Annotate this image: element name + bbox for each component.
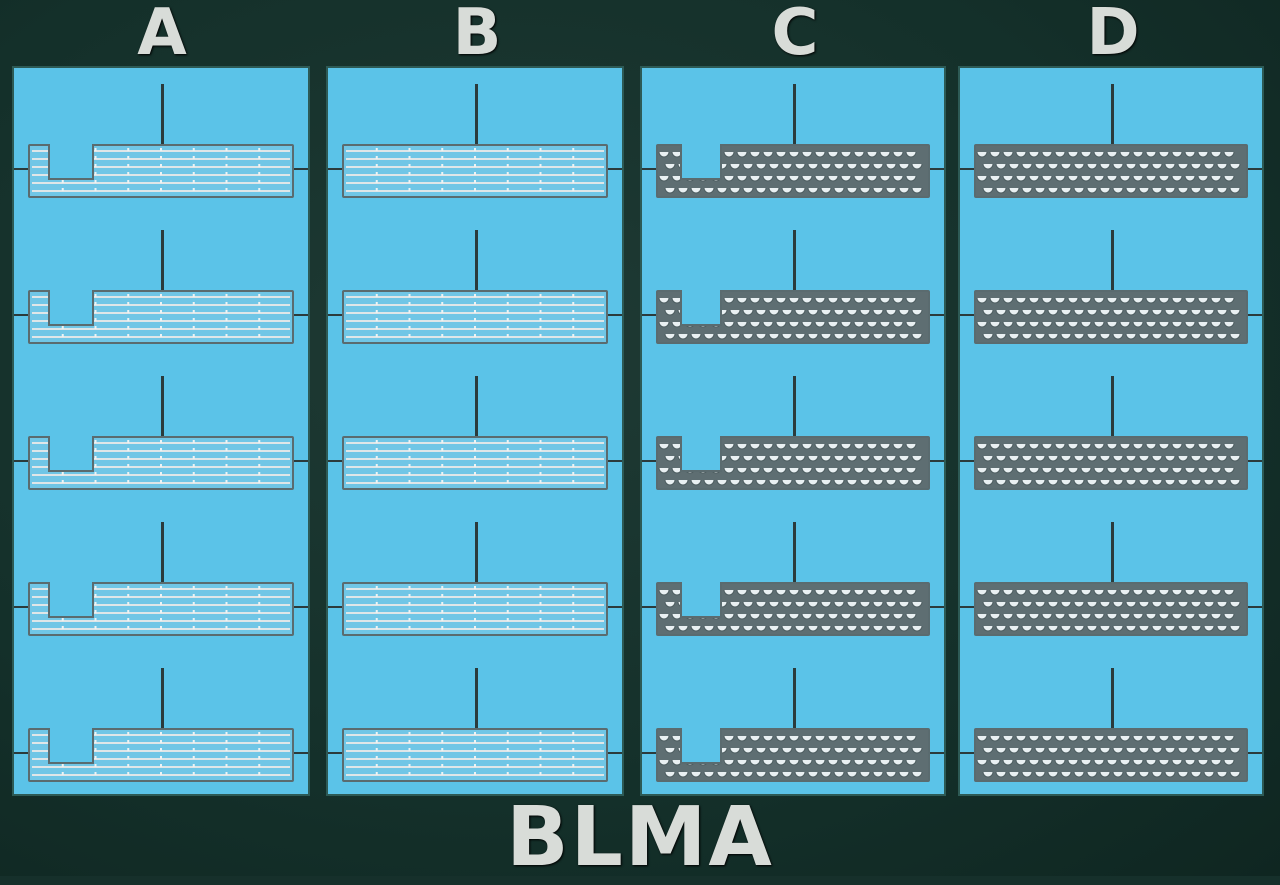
sprue bbox=[793, 522, 796, 582]
grille-part bbox=[656, 290, 930, 344]
attachment-tab bbox=[960, 606, 974, 608]
sprue bbox=[161, 522, 164, 582]
attachment-tab bbox=[328, 752, 342, 754]
sprue bbox=[475, 668, 478, 728]
grille-part bbox=[28, 728, 294, 782]
attachment-tab bbox=[294, 460, 308, 462]
sprue bbox=[475, 230, 478, 290]
attachment-tab bbox=[960, 460, 974, 462]
part-notch bbox=[48, 144, 94, 180]
attachment-tab bbox=[294, 606, 308, 608]
brand-logo: BLMA bbox=[506, 790, 774, 885]
attachment-tab bbox=[642, 314, 656, 316]
part-notch bbox=[680, 144, 722, 180]
sprue bbox=[793, 84, 796, 144]
sprue bbox=[1111, 522, 1114, 582]
attachment-tab bbox=[930, 314, 944, 316]
grille-part bbox=[656, 144, 930, 198]
attachment-tab bbox=[14, 752, 28, 754]
grille-part bbox=[28, 144, 294, 198]
panel-column-d bbox=[958, 66, 1264, 796]
grille-part bbox=[28, 436, 294, 490]
grille-part bbox=[656, 436, 930, 490]
grille-part bbox=[342, 290, 608, 344]
attachment-tab bbox=[328, 606, 342, 608]
sprue bbox=[793, 376, 796, 436]
attachment-tab bbox=[960, 752, 974, 754]
attachment-tab bbox=[1248, 314, 1262, 316]
attachment-tab bbox=[642, 460, 656, 462]
sprue bbox=[475, 376, 478, 436]
panel-column-b bbox=[326, 66, 624, 796]
panel-column-a bbox=[12, 66, 310, 796]
grille-part bbox=[342, 436, 608, 490]
grille-part bbox=[342, 728, 608, 782]
grille-part bbox=[342, 144, 608, 198]
attachment-tab bbox=[960, 168, 974, 170]
attachment-tab bbox=[14, 168, 28, 170]
attachment-tab bbox=[14, 314, 28, 316]
attachment-tab bbox=[1248, 752, 1262, 754]
grille-part bbox=[342, 582, 608, 636]
grille-part bbox=[656, 728, 930, 782]
attachment-tab bbox=[608, 606, 622, 608]
sprue bbox=[1111, 376, 1114, 436]
column-label-a: A bbox=[137, 0, 187, 70]
attachment-tab bbox=[608, 460, 622, 462]
sprue bbox=[1111, 668, 1114, 728]
attachment-tab bbox=[930, 460, 944, 462]
sprue bbox=[1111, 230, 1114, 290]
grille-part bbox=[974, 144, 1248, 198]
sprue bbox=[793, 230, 796, 290]
part-notch bbox=[680, 436, 722, 472]
attachment-tab bbox=[294, 168, 308, 170]
attachment-tab bbox=[328, 460, 342, 462]
attachment-tab bbox=[1248, 460, 1262, 462]
attachment-tab bbox=[930, 752, 944, 754]
grille-part bbox=[28, 582, 294, 636]
grille-part bbox=[974, 582, 1248, 636]
attachment-tab bbox=[960, 314, 974, 316]
part-notch bbox=[48, 436, 94, 472]
attachment-tab bbox=[14, 460, 28, 462]
attachment-tab bbox=[328, 314, 342, 316]
attachment-tab bbox=[608, 168, 622, 170]
sprue bbox=[1111, 84, 1114, 144]
part-notch bbox=[48, 582, 94, 618]
attachment-tab bbox=[642, 168, 656, 170]
attachment-tab bbox=[1248, 168, 1262, 170]
grille-part bbox=[28, 290, 294, 344]
attachment-tab bbox=[642, 606, 656, 608]
attachment-tab bbox=[294, 752, 308, 754]
column-label-b: B bbox=[452, 0, 502, 70]
part-notch bbox=[48, 728, 94, 764]
attachment-tab bbox=[608, 752, 622, 754]
sprue bbox=[161, 668, 164, 728]
grille-part bbox=[974, 728, 1248, 782]
attachment-tab bbox=[294, 314, 308, 316]
grille-part bbox=[974, 436, 1248, 490]
sprue bbox=[161, 84, 164, 144]
sprue bbox=[161, 376, 164, 436]
attachment-tab bbox=[328, 168, 342, 170]
sprue bbox=[475, 522, 478, 582]
column-label-d: D bbox=[1086, 0, 1140, 70]
part-notch bbox=[680, 290, 722, 326]
part-notch bbox=[680, 728, 722, 764]
attachment-tab bbox=[642, 752, 656, 754]
attachment-tab bbox=[1248, 606, 1262, 608]
attachment-tab bbox=[930, 168, 944, 170]
attachment-tab bbox=[608, 314, 622, 316]
part-notch bbox=[48, 290, 94, 326]
grille-part bbox=[974, 290, 1248, 344]
attachment-tab bbox=[14, 606, 28, 608]
column-label-c: C bbox=[771, 0, 819, 70]
panel-column-c bbox=[640, 66, 946, 796]
part-notch bbox=[680, 582, 722, 618]
sprue bbox=[793, 668, 796, 728]
attachment-tab bbox=[930, 606, 944, 608]
grille-part bbox=[656, 582, 930, 636]
sprue bbox=[161, 230, 164, 290]
sprue bbox=[475, 84, 478, 144]
